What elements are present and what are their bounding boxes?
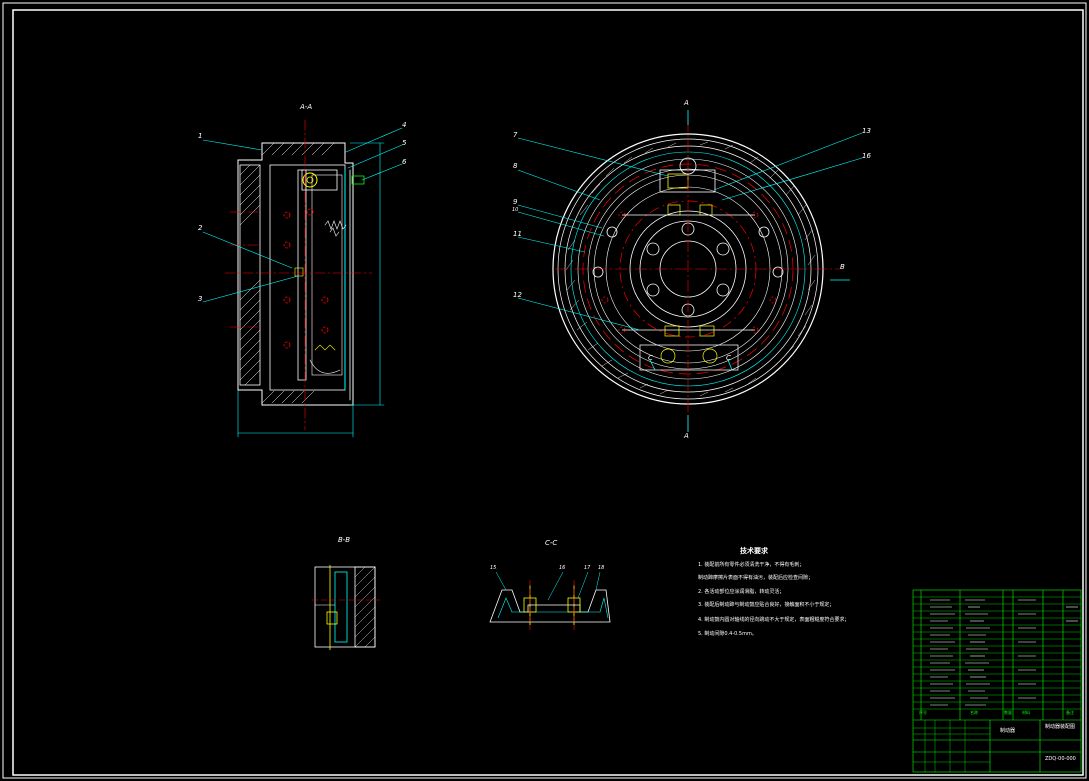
leader-number: 10 <box>512 207 519 213</box>
tech-note-line: 制动蹄摩擦片表面不得有油污，装配后应检查间隙； <box>698 575 814 581</box>
title-block-fill-marks <box>930 599 1078 706</box>
section-mark-a-bottom: A <box>684 432 689 440</box>
tech-note-line: 3. 装配后制动蹄与制动鼓应贴合良好，接触面积不小于规定； <box>698 602 835 608</box>
leader-number: 13 <box>862 127 871 135</box>
leader-number: 2 <box>198 224 203 232</box>
tb-header-no: 序号 <box>919 710 927 715</box>
tech-note-line: 5. 制动间隙0.4-0.5mm。 <box>698 631 757 637</box>
tb-drawing-no: ZDQ-00-000 <box>1045 756 1076 762</box>
leader-number: 17 <box>584 565 591 571</box>
section-mark-c-left: C <box>648 354 653 362</box>
leader-number: 5 <box>402 139 407 147</box>
title-block-rows <box>913 596 1081 772</box>
inner-border <box>12 9 1084 776</box>
section-mark-b: B <box>840 263 845 271</box>
leader-number: 16 <box>862 152 871 160</box>
tb-header-name: 名称 <box>970 710 978 715</box>
leader-number: 12 <box>513 291 522 299</box>
tech-note-line: 2. 各活动部位应涂润滑脂，转动灵活； <box>698 589 785 595</box>
tb-header-material: 材料 <box>1022 710 1030 715</box>
tech-note-line: 4. 制动鼓内圆对轴线的径向跳动不大于规定，表面粗糙度符合要求； <box>698 617 850 623</box>
front-view <box>517 110 863 432</box>
tb-drawing-title: 制动器装配图 <box>1045 724 1076 730</box>
leader-number: 8 <box>513 162 518 170</box>
leader-number: 11 <box>513 230 522 238</box>
leader-number: 15 <box>490 565 497 571</box>
tb-part-name: 制动器 <box>1000 728 1016 734</box>
leader-number: 16 <box>559 565 566 571</box>
section-mark-c-right: C <box>726 354 731 362</box>
tech-notes-title: 技术要求 <box>740 547 768 555</box>
tb-header-qty: 数量 <box>1004 710 1012 715</box>
section-bb-view <box>312 565 380 650</box>
tech-note-line: 1. 装配前所有零件必须清洗干净，不得有毛刺； <box>698 562 805 568</box>
tb-header-remark: 备注 <box>1066 710 1074 715</box>
section-aa-view <box>202 119 403 438</box>
section-cc-view <box>489 571 611 630</box>
leader-number: 7 <box>513 131 518 139</box>
section-mark-a-top: A <box>684 99 689 107</box>
section-bb-title: B-B <box>338 536 351 544</box>
leader-number: 18 <box>598 565 605 571</box>
leader-number: 6 <box>402 158 407 166</box>
section-cc-title: C-C <box>545 539 558 547</box>
leader-number: 1 <box>198 132 203 140</box>
section-aa-title: A-A <box>300 103 313 111</box>
leader-number: 3 <box>198 295 203 303</box>
leader-number: 9 <box>513 198 518 206</box>
leader-number: 4 <box>402 121 407 129</box>
